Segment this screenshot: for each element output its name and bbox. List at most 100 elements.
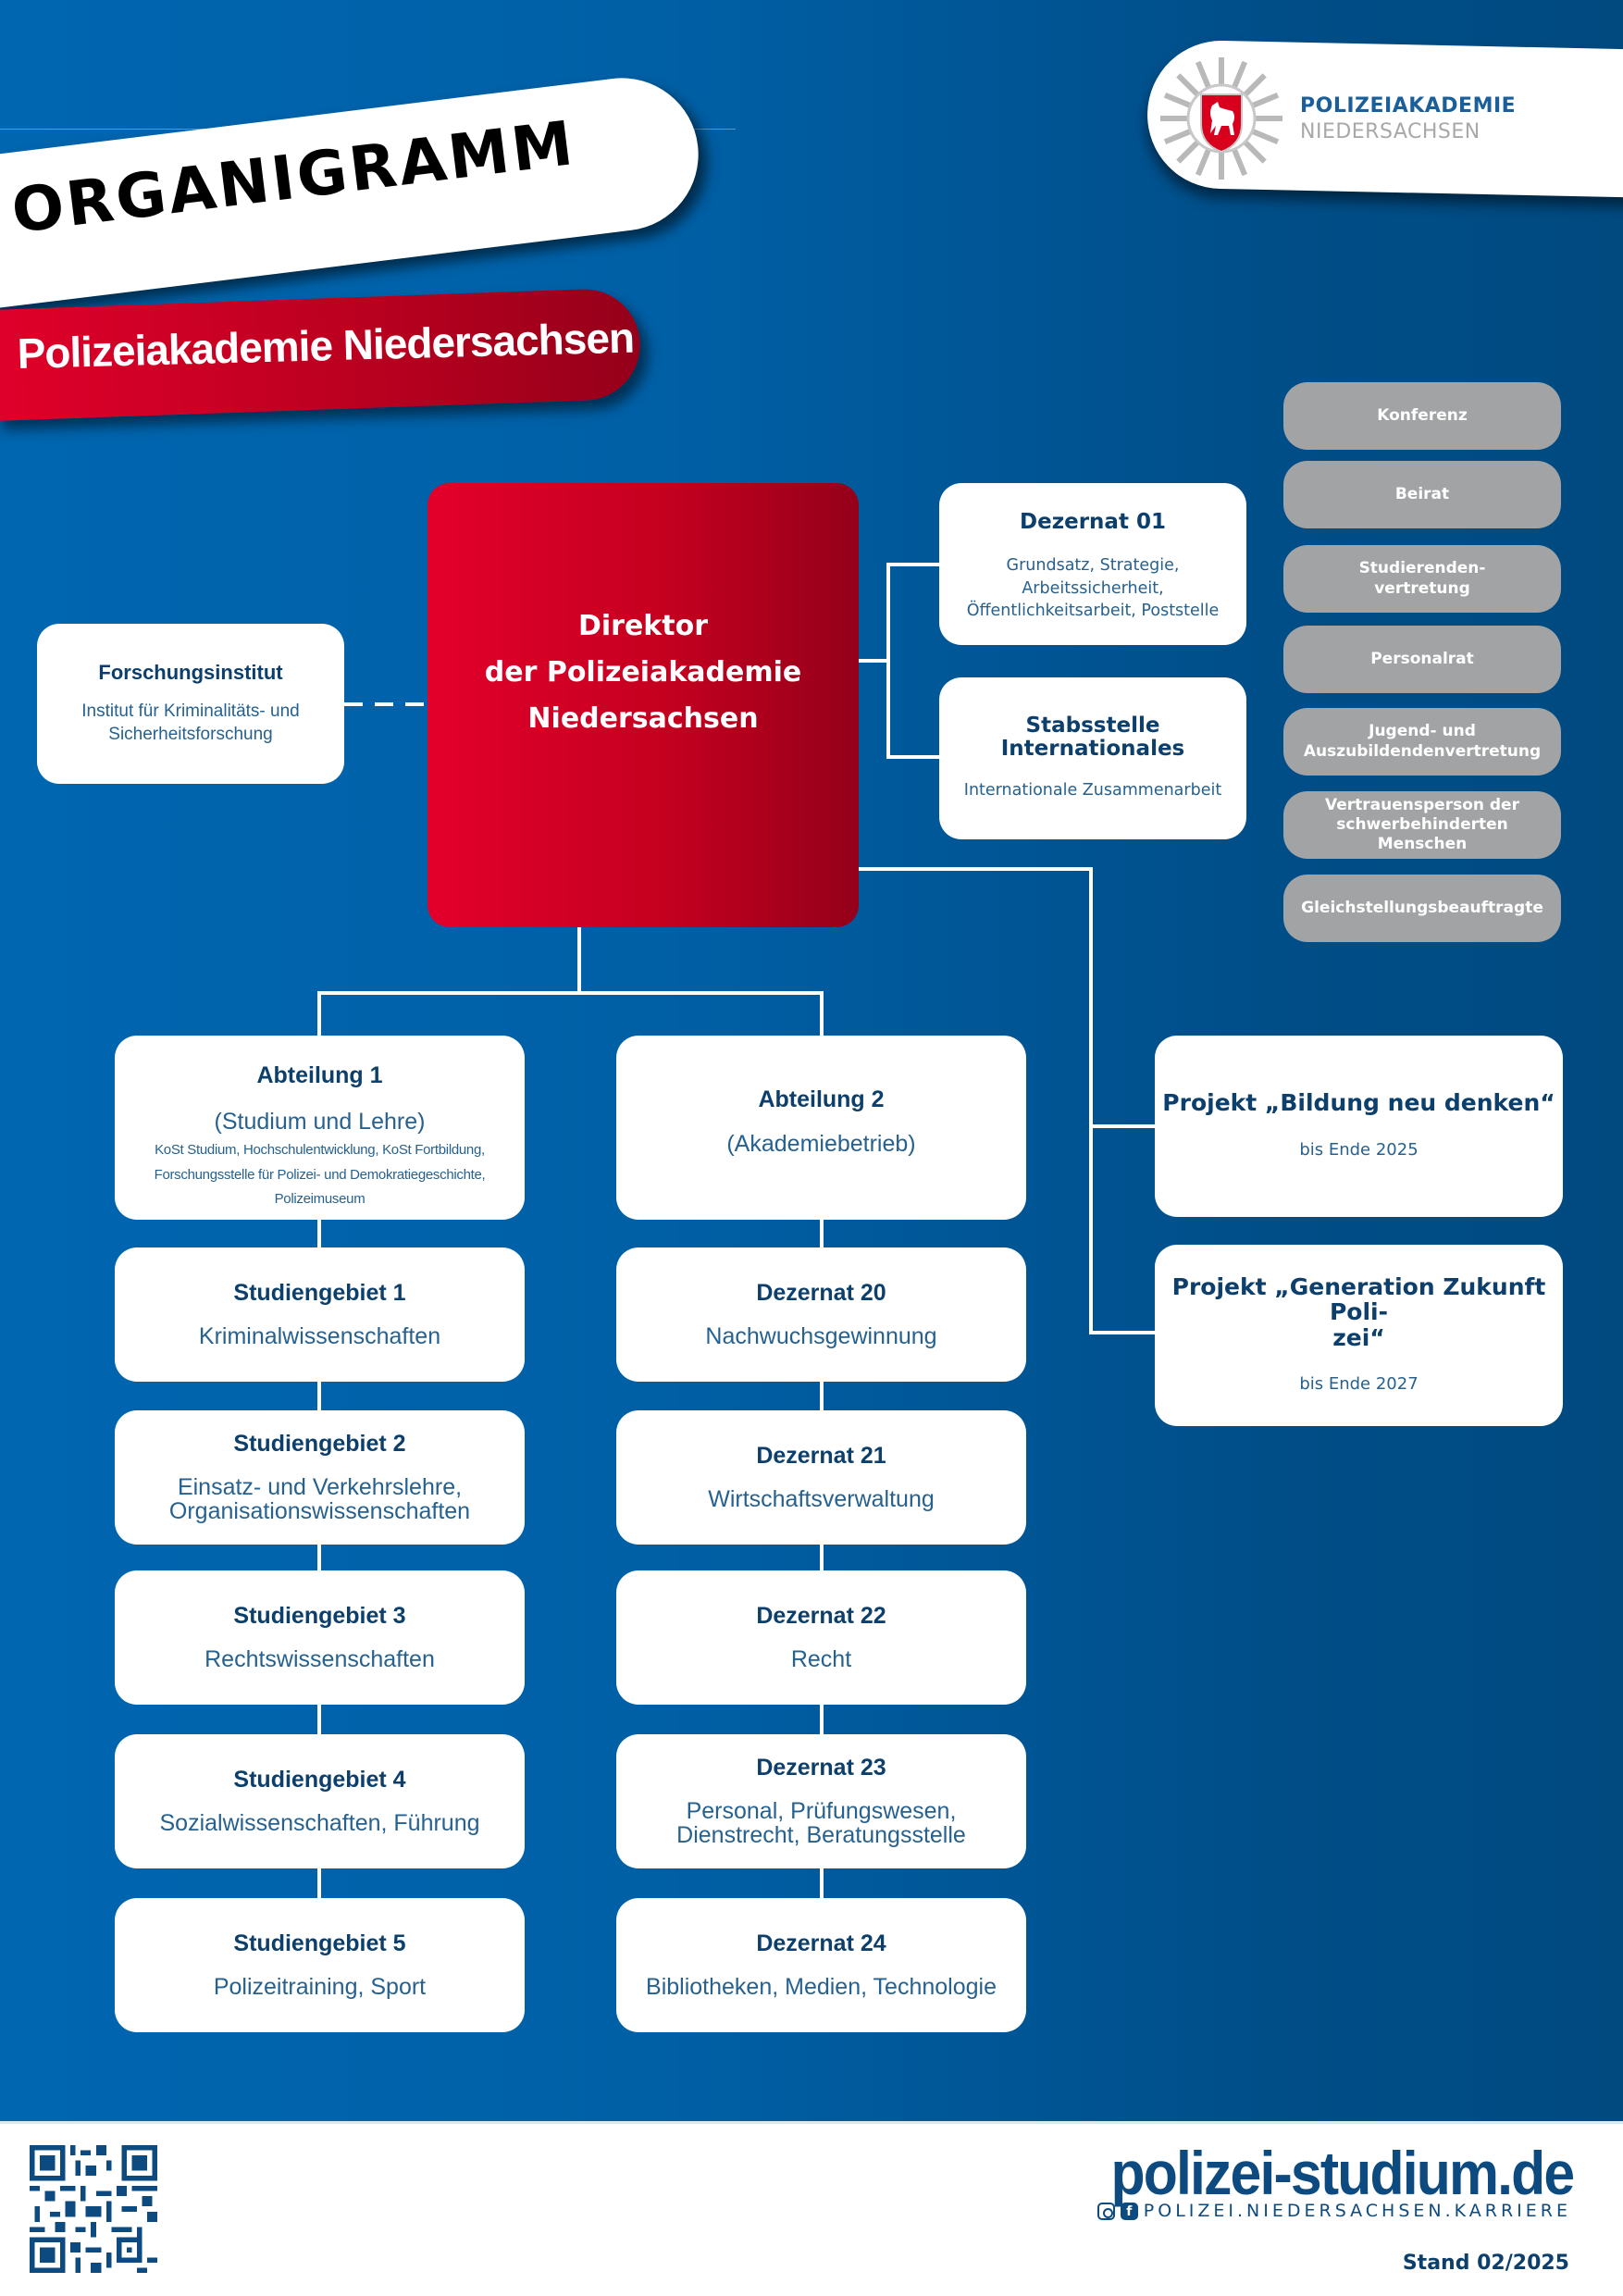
director-line1: Direktor xyxy=(577,610,709,642)
box-abteilung-2[interactable]: Abteilung 2 (Akademiebetrieb) xyxy=(616,1036,1026,1220)
box-title: Studiengebiet 3 xyxy=(233,1602,406,1629)
director-line3: Niedersachsen xyxy=(527,702,759,735)
box-title: Projekt „Bildung neu denken“ xyxy=(1162,1089,1555,1117)
box-dezernat-22[interactable]: Dezernat 22 Recht xyxy=(616,1570,1026,1705)
connector-line xyxy=(1089,1331,1156,1334)
box-title: Dezernat 01 xyxy=(1020,510,1166,534)
box-title: Forschungsinstitut xyxy=(98,660,283,684)
logo-text-line2: NIEDERSACHSEN xyxy=(1300,120,1481,143)
box-line: Nachwuchsgewinnung xyxy=(705,1323,937,1350)
connector-line xyxy=(886,563,890,759)
box-director[interactable]: Direktor der Polizeiakademie Niedersachs… xyxy=(427,483,859,927)
box-detail: KoSt Studium, Hochschulentwicklung, KoSt… xyxy=(155,1141,485,1158)
box-title: Abteilung 2 xyxy=(758,1086,885,1112)
committee-label: Konferenz xyxy=(1377,405,1468,425)
committee-gleichstellungsbeauftragte[interactable]: Gleichstellungsbeauftragte xyxy=(1283,875,1561,942)
box-line: Dienstrecht, Beratungsstelle xyxy=(676,1822,966,1849)
logo-text-line1: POLIZEIAKADEMIE xyxy=(1300,94,1517,118)
committee-konferenz[interactable]: Konferenz xyxy=(1283,382,1561,450)
box-subtitle: (Akademiebetrieb) xyxy=(726,1130,916,1157)
instagram-icon xyxy=(1096,2202,1115,2220)
dashed-connector-segment xyxy=(375,702,393,706)
box-forschungsinstitut[interactable]: Forschungsinstitut Institut für Kriminal… xyxy=(37,624,344,784)
committee-label: Vertrauensperson der xyxy=(1325,795,1519,814)
box-abteilung-1[interactable]: Abteilung 1 (Studium und Lehre) KoSt Stu… xyxy=(115,1036,525,1220)
box-line: Organisationswissenschaften xyxy=(168,1498,471,1525)
box-line: Recht xyxy=(790,1646,852,1673)
box-studiengebiet-2[interactable]: Studiengebiet 2 Einsatz- und Verkehrsleh… xyxy=(115,1410,525,1545)
box-title: Dezernat 24 xyxy=(756,1930,886,1956)
box-title: Projekt „Generation Zukunft Poli- xyxy=(1171,1272,1546,1326)
box-line: bis Ende 2025 xyxy=(1299,1139,1419,1160)
box-title: Dezernat 22 xyxy=(756,1602,886,1629)
box-line: Sozialwissenschaften, Führung xyxy=(159,1810,480,1837)
committee-label: Gleichstellungsbeauftragte xyxy=(1301,898,1543,917)
footer xyxy=(0,2121,1623,2296)
facebook-icon: f xyxy=(1120,2202,1138,2220)
box-studiengebiet-1[interactable]: Studiengebiet 1 Kriminalwissenschaften xyxy=(115,1247,525,1382)
connector-line xyxy=(820,991,824,1037)
box-line: Sicherheitsforschung xyxy=(108,724,273,744)
box-line: Wirtschaftsverwaltung xyxy=(708,1486,935,1513)
box-projekt-generation-zukunft-polizei[interactable]: Projekt „Generation Zukunft Poli- zei“ b… xyxy=(1155,1245,1563,1426)
box-line: Polizeitraining, Sport xyxy=(213,1974,427,2001)
box-title: Dezernat 23 xyxy=(756,1754,886,1781)
box-title: Studiengebiet 2 xyxy=(233,1430,406,1457)
committee-label: Beirat xyxy=(1394,484,1450,503)
connector-line xyxy=(1089,867,1093,1334)
connector-line xyxy=(317,991,321,1037)
box-dezernat-24[interactable]: Dezernat 24 Bibliotheken, Medien, Techno… xyxy=(616,1898,1026,2032)
committee-label: Studierenden- xyxy=(1358,559,1486,578)
box-line: Internationale Zusammenarbeit xyxy=(963,781,1222,800)
committee-label: Personalrat xyxy=(1370,649,1474,668)
box-stabsstelle-internationales[interactable]: Stabsstelle Internationales Internationa… xyxy=(939,677,1246,839)
box-line: bis Ende 2027 xyxy=(1299,1374,1419,1395)
dashed-connector-segment xyxy=(405,702,424,706)
box-studiengebiet-3[interactable]: Studiengebiet 3 Rechtswissenschaften xyxy=(115,1570,525,1705)
box-studiengebiet-4[interactable]: Studiengebiet 4 Sozialwissenschaften, Fü… xyxy=(115,1734,525,1868)
box-title: Abteilung 1 xyxy=(256,1062,383,1088)
box-dezernat-01[interactable]: Dezernat 01 Grundsatz, Strategie, Arbeit… xyxy=(939,483,1246,645)
connector-line xyxy=(859,867,1092,871)
connector-line xyxy=(317,991,824,995)
dashed-connector-segment xyxy=(344,702,363,706)
connector-line xyxy=(577,927,581,994)
social-media-handle[interactable]: f POLIZEI.NIEDERSACHSEN.KARRIERE xyxy=(1096,2201,1571,2221)
box-line: Bibliotheken, Medien, Technologie xyxy=(646,1974,997,2001)
box-line: Öffentlichkeitsarbeit, Poststelle xyxy=(966,602,1220,621)
box-dezernat-23[interactable]: Dezernat 23 Personal, Prüfungswesen, Die… xyxy=(616,1734,1026,1868)
committee-label: Jugend- und xyxy=(1369,722,1476,741)
box-line: Rechtswissenschaften xyxy=(204,1646,435,1673)
committee-label: Auszubildendenvertretung xyxy=(1303,741,1542,761)
box-studiengebiet-5[interactable]: Studiengebiet 5 Polizeitraining, Sport xyxy=(115,1898,525,2032)
box-title: Stabsstelle Internationales xyxy=(1000,713,1185,761)
box-subtitle: (Studium und Lehre) xyxy=(214,1108,426,1135)
website-link[interactable]: polizei-studium.de xyxy=(1110,2139,1575,2207)
box-dezernat-21[interactable]: Dezernat 21 Wirtschaftsverwaltung xyxy=(616,1410,1026,1545)
version-date: Stand 02/2025 xyxy=(1402,2252,1569,2275)
box-title: zei“ xyxy=(1332,1323,1385,1351)
box-title: Studiengebiet 4 xyxy=(233,1766,406,1793)
box-projekt-bildung-neu-denken[interactable]: Projekt „Bildung neu denken“ bis Ende 20… xyxy=(1155,1036,1563,1217)
qr-code-icon[interactable] xyxy=(30,2145,157,2273)
connector-line xyxy=(1089,1124,1156,1128)
committee-beirat[interactable]: Beirat xyxy=(1283,461,1561,528)
director-line2: der Polizeiakademie xyxy=(484,656,802,689)
box-line: Personal, Prüfungswesen, xyxy=(686,1798,957,1824)
connector-line xyxy=(859,659,889,663)
police-star-horse-crest-icon xyxy=(1158,56,1284,181)
committee-label: vertretung xyxy=(1374,578,1470,598)
social-handle-text: POLIZEI.NIEDERSACHSEN.KARRIERE xyxy=(1143,2201,1571,2221)
committee-personalrat[interactable]: Personalrat xyxy=(1283,626,1561,693)
box-detail: Forschungsstelle für Polizei- und Demokr… xyxy=(154,1166,486,1183)
box-line: Institut für Kriminalitäts- und xyxy=(81,701,300,721)
box-title: Studiengebiet 5 xyxy=(233,1930,406,1956)
committee-studierendenvertretung[interactable]: Studierenden-vertretung xyxy=(1283,545,1561,613)
box-detail: Polizeimuseum xyxy=(274,1191,365,1208)
box-title: Dezernat 21 xyxy=(756,1442,886,1469)
box-line: Grundsatz, Strategie, Arbeitssicherheit, xyxy=(1006,556,1180,598)
box-line: Einsatz- und Verkehrslehre, xyxy=(177,1474,463,1500)
box-dezernat-20[interactable]: Dezernat 20 Nachwuchsgewinnung xyxy=(616,1247,1026,1382)
